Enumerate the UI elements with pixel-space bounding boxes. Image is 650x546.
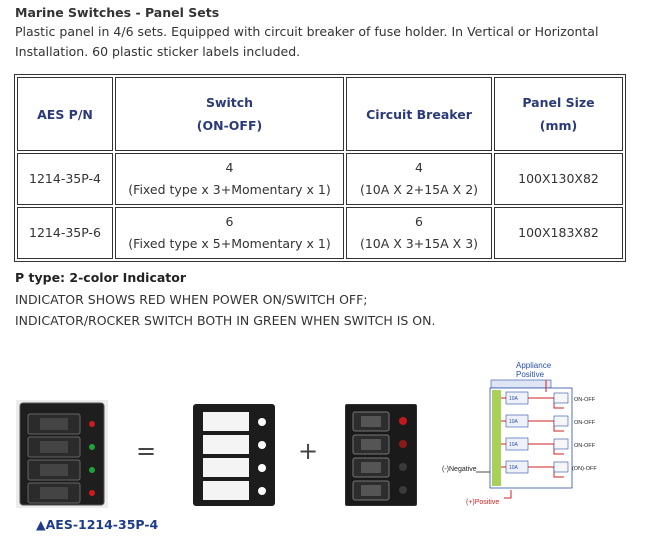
indicator-line-2: INDICATOR/ROCKER SWITCH BOTH IN GREEN WH…	[15, 313, 436, 328]
spec-table: AES P/N Switch(ON-OFF) Circuit Breaker P…	[14, 74, 626, 262]
cell-breaker: 4(10A X 2+15A X 2)	[346, 153, 492, 205]
red-indicator-icon	[399, 440, 407, 448]
assembled-panel-image	[16, 400, 108, 508]
blank-plate-image	[193, 404, 275, 506]
green-indicator-icon	[89, 444, 95, 450]
cell-size: 100X130X82	[494, 153, 623, 205]
plus-sign: +	[298, 437, 319, 465]
cell-pn: 1214-35P-4	[17, 153, 113, 205]
indicator-off-icon	[399, 463, 407, 471]
switch-label: ON-OFF	[574, 420, 596, 426]
product-description: Plastic panel in 4/6 sets. Equipped with…	[15, 24, 599, 59]
switch-label: (ON)-OFF	[572, 466, 597, 472]
table-header-row: AES P/N Switch(ON-OFF) Circuit Breaker P…	[17, 77, 623, 151]
breaker-label: 10A	[509, 419, 519, 425]
red-indicator-icon	[89, 421, 95, 427]
table-row: 1214-35P-6 6(Fixed type x 5+Momentary x …	[17, 207, 623, 259]
switch-label: ON-OFF	[574, 397, 596, 403]
cell-switch: 6(Fixed type x 5+Momentary x 1)	[115, 207, 344, 259]
red-indicator-icon	[399, 417, 407, 425]
cell-breaker: 6(10A X 3+15A X 3)	[346, 207, 492, 259]
switch-module-image	[345, 404, 417, 506]
header-pn: AES P/N	[17, 77, 113, 151]
cell-size: 100X183X82	[494, 207, 623, 259]
switch-label: ON-OFF	[574, 443, 596, 449]
indicator-line-1: INDICATOR SHOWS RED WHEN POWER ON/SWITCH…	[15, 292, 368, 307]
appliance-label-line1: Appliance	[516, 361, 552, 370]
wiring-diagram: Appliance Positive 10A 10A 10A 10A O	[436, 358, 598, 514]
negative-label: (-)Negative	[442, 466, 477, 473]
breaker-label: 10A	[509, 442, 519, 448]
product-caption: ▲AES-1214-35P-4	[36, 517, 159, 532]
breaker-label: 10A	[509, 396, 519, 402]
header-switch: Switch(ON-OFF)	[115, 77, 344, 151]
red-indicator-icon	[89, 490, 95, 496]
header-breaker: Circuit Breaker	[346, 77, 492, 151]
cell-pn: 1214-35P-6	[17, 207, 113, 259]
breaker-label: 10A	[509, 465, 519, 471]
equals-sign: =	[136, 437, 157, 465]
green-indicator-icon	[89, 467, 95, 473]
indicator-off-icon	[399, 486, 407, 494]
cell-switch: 4(Fixed type x 3+Momentary x 1)	[115, 153, 344, 205]
table-row: 1214-35P-4 4(Fixed type x 3+Momentary x …	[17, 153, 623, 205]
positive-label: (+)Positive	[466, 499, 499, 506]
appliance-label-line2: Positive	[516, 370, 545, 379]
header-size: Panel Size(mm)	[494, 77, 623, 151]
ptype-heading: P type: 2-color Indicator	[15, 270, 187, 285]
page-title: Marine Switches - Panel Sets	[15, 5, 220, 20]
